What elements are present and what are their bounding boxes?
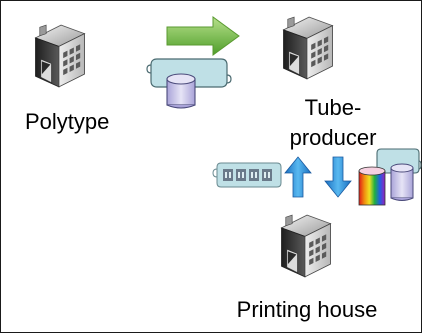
blue-up-arrow-icon [284,156,312,198]
printing-house-label: Printing house [236,297,378,322]
blue-down-arrow-icon [324,156,352,198]
color-data-group [358,148,422,206]
printing-house-factory-icon [280,214,332,278]
polytype-label: Polytype [25,109,110,134]
color-spectrum-cylinder-icon [358,166,386,206]
scroll-with-database-icon [146,58,232,109]
scroll-with-database-icon [376,148,422,201]
tube-producer-label-line2: producer [289,125,377,150]
tube-producer-factory-icon [282,16,334,80]
tube-producer-label-line1: Tube- [304,95,362,120]
scroll-with-barcode-icon [212,162,282,188]
polytype-factory-icon [34,24,86,88]
green-right-arrow-icon [166,16,240,56]
